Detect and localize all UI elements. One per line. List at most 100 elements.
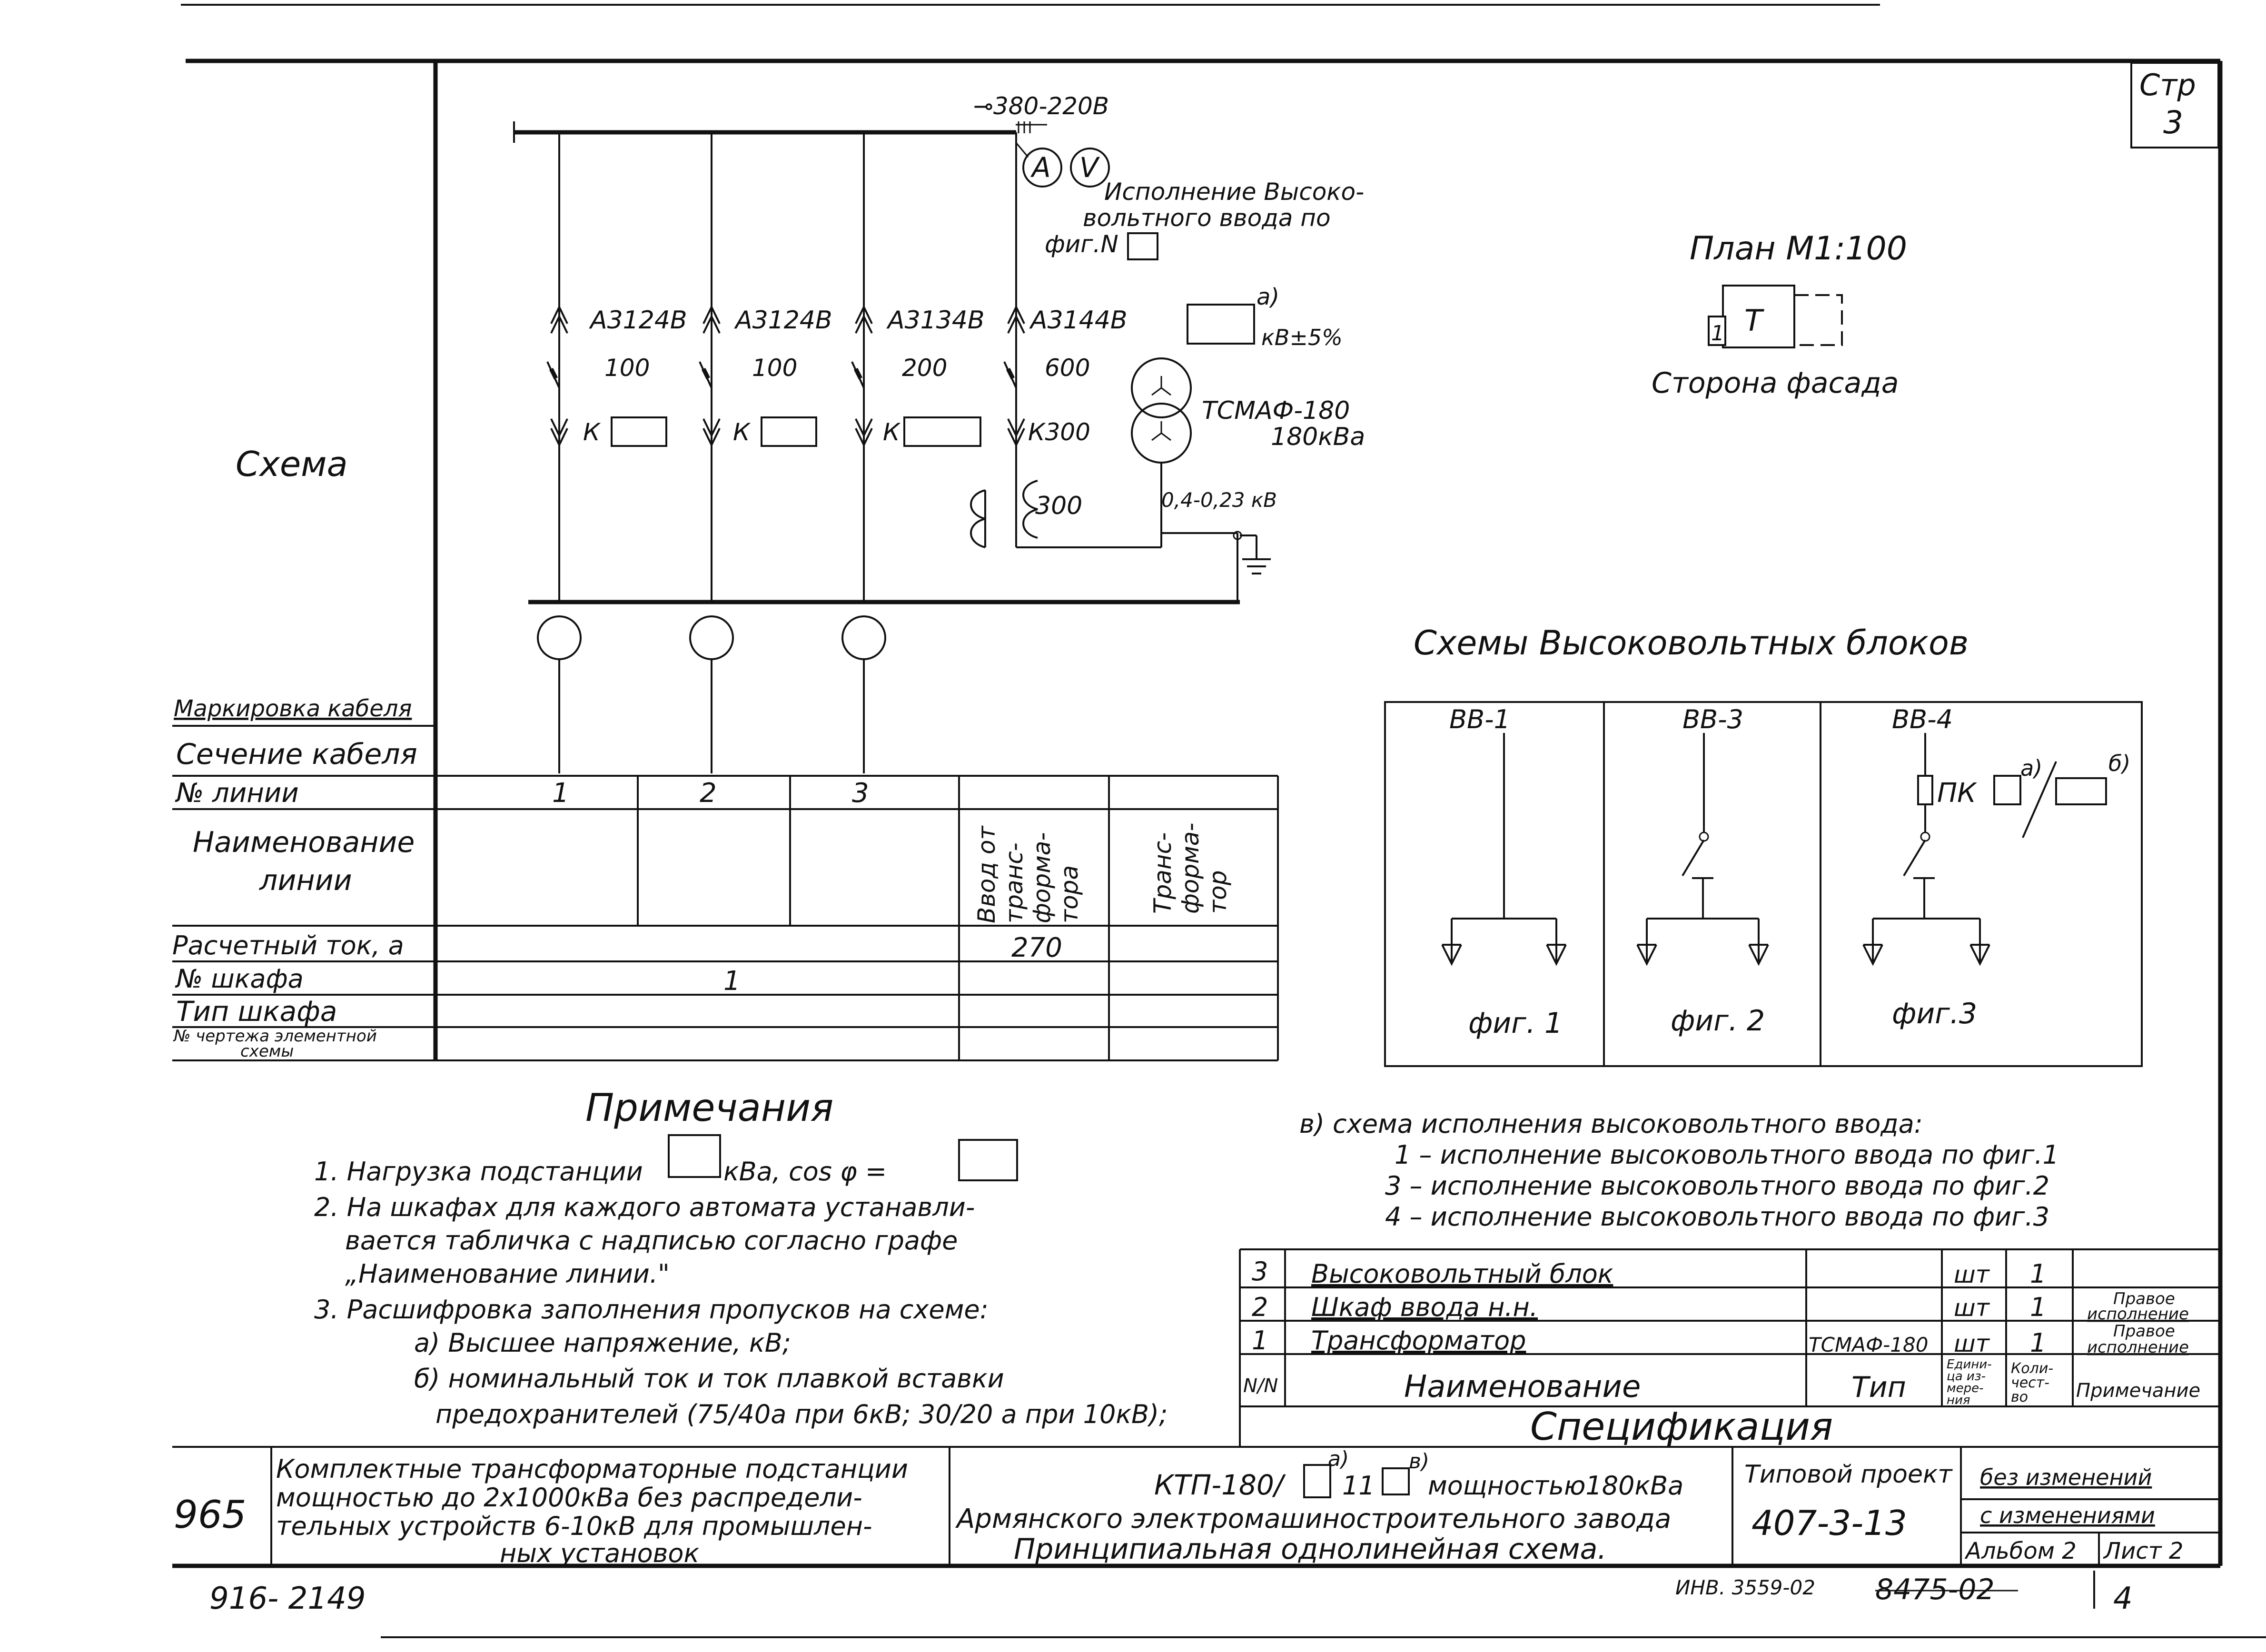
line-number-3: 3 [852,778,869,809]
spec-row-2-qty: 1 [2030,1292,2046,1322]
spec-header-type: Тип [1851,1371,1906,1404]
spec-row-1-no: 3 [1252,1256,1268,1286]
specification-table: 3 Высоковольтный блок шт 1 2 Шкаф ввода … [1239,1248,2220,1449]
note-v-4: 4 – исполнение высоковольтного ввода по … [1385,1202,2049,1232]
album-label: Альбом 2 [1964,1538,2077,1564]
spec-row-1-unit: шт [1954,1261,1990,1288]
row-label-cabinet-no: № шкафа [175,964,304,994]
spec-row-3-note-1: Правое [2113,1322,2175,1341]
spec-row-3-no: 1 [1252,1326,1268,1355]
stamp-page: 4 [2113,1581,2133,1616]
notes: Примечания 1. Нагрузка подстанции кВа, c… [314,1086,2059,1429]
breaker-2-rating: 100 [752,354,797,382]
breaker-1-type: А3124В [589,306,687,335]
hv-block-1-name: ВВ-1 [1449,704,1510,734]
pk-a-box [1993,775,2021,805]
line-table: Маркировка кабеля Сечение кабеля № линии… [172,695,1279,1061]
breaker-3-setting-box [903,416,981,447]
current-transformer-left [970,489,986,548]
ground-icon [1240,534,1271,574]
col5-name-2: форма- [1177,823,1204,914]
spec-header-no: N/N [1243,1375,1278,1397]
no-changes-label: без изменений [1980,1464,2152,1490]
spec-header-qty-1: Коли- [2011,1360,2053,1377]
spec-header-unit-2: ца из- [1947,1369,1986,1384]
breaker-4-rating: 600 [1045,354,1090,382]
cabinet-no-value: 1 [723,966,741,997]
breaker-3-rating: 200 [902,354,947,382]
single-line-diagram: Схема ⊸380-220В A V Исполнение Высоко- в… [236,92,1365,773]
breaker-4-type: А3144В [1029,306,1128,335]
col5-name-1: Транс- [1149,832,1177,914]
note-load-box [668,1134,721,1178]
spec-row-3-unit: шт [1954,1330,1990,1357]
sheet-label: Лист 2 [2103,1538,2183,1564]
line-number-1: 1 [552,778,569,809]
spec-row-2-unit: шт [1954,1294,1990,1322]
title-desc-2: мощностью до 2х1000кВа без распредели- [276,1483,862,1513]
project-line3: Принципиальная однолинейная схема. [1014,1533,1606,1566]
spec-row-3-type: ТСМАФ-180 [1809,1333,1928,1356]
hv-entry-note-line1: Исполнение Высоко- [1104,178,1364,206]
ammeter-letter: A [1030,151,1051,184]
note-v-title: в) схема исполнения высоковольтного ввод… [1299,1109,1923,1139]
voltmeter-symbol [1070,148,1110,188]
ammeter-symbol [1022,148,1062,188]
plan-view: План М1:100 1 Т Сторона фасада [1652,230,1907,400]
plan-title: План М1:100 [1690,230,1907,267]
stamp-left: 916- 2149 [209,1581,366,1616]
fuse-pk-symbol [1917,775,1933,805]
current-transformer-right [1022,480,1038,539]
ct-ratio-label: 300 [1035,492,1082,520]
note-1a: 1. Нагрузка подстанции [314,1157,643,1187]
stamp-inventory-2: 8475-02 [1875,1573,1995,1606]
hv-block-3-name: ВВ-4 [1892,704,1953,734]
pk-mark-a: а) [2020,755,2042,781]
note-2c: „Наименование линии." [345,1259,670,1289]
title-desc-1: Комплектные трансформаторные подстанции [276,1454,908,1484]
spec-header-unit-1: Едини- [1947,1357,1992,1372]
row-label-line-no: № линии [175,778,299,809]
breaker-3-type: А3134В [886,306,985,335]
row-label-cabinet-type: Тип шкафа [176,995,337,1028]
page-number-label: Стр [2139,68,2196,102]
project-power: мощностью180кВа [1428,1471,1683,1501]
note-2a: 2. На шкафах для каждого автомата устана… [314,1192,975,1222]
row-label-line-name-1: Наименование [193,826,415,859]
schema-label: Схема [236,444,348,484]
with-changes-label: с изменениями [1980,1503,2155,1528]
note-cos-box [958,1139,1018,1181]
spec-row-2-note-1: Правое [2113,1289,2175,1308]
breaker-2-k: К [733,418,751,446]
hv-entry-fig-box [1127,232,1158,260]
sheet-frame [172,4,2223,1568]
spec-row-2-name: Шкаф ввода н.н. [1311,1292,1538,1322]
row-label-drawing-no-2: схемы [240,1042,294,1061]
spec-row-2-note-2: исполнение [2087,1305,2189,1324]
breaker-1-setting-box [611,416,667,447]
line-number-2: 2 [700,778,717,809]
breaker-1-rating: 100 [604,354,650,382]
transformer-power: 180кВа [1271,423,1365,451]
secondary-voltage: 0,4-0,23 кВ [1161,488,1277,512]
project-mark-b: в) [1409,1449,1429,1474]
note-1b: кВа, cos φ = [723,1157,887,1187]
note-2b: вается табличка с надписью согласно граф… [345,1226,958,1256]
note-3c: б) номинальный ток и ток плавкой вставки [414,1364,1004,1394]
note-v-1: 1 – исполнение высоковольтного ввода по … [1395,1140,2059,1170]
project-mid: 11 [1342,1471,1375,1501]
plan-door-mark: 1 [1711,321,1724,346]
row-label-drawing-no-1: № чертежа элементной [173,1027,377,1046]
title-desc-4: ных установок [500,1538,699,1568]
breaker-1-k: К [583,418,601,446]
row-label-cable-section: Сечение кабеля [176,738,417,771]
stamps: 916- 2149 ИНВ. 3559-02 8475-02 4 [209,1571,2266,1638]
hv-block-1-fig: фиг. 1 [1468,1007,1563,1040]
feeder-4-incomer: А3144В 600 К300 300 [970,132,1161,548]
row-label-design-current: Расчетный ток, а [172,930,404,960]
spec-header-name: Наименование [1404,1369,1641,1405]
col4-name-3: форма- [1028,832,1056,923]
pk-mark-b: б) [2108,751,2130,776]
spec-row-3-note-2: исполнение [2087,1338,2189,1357]
